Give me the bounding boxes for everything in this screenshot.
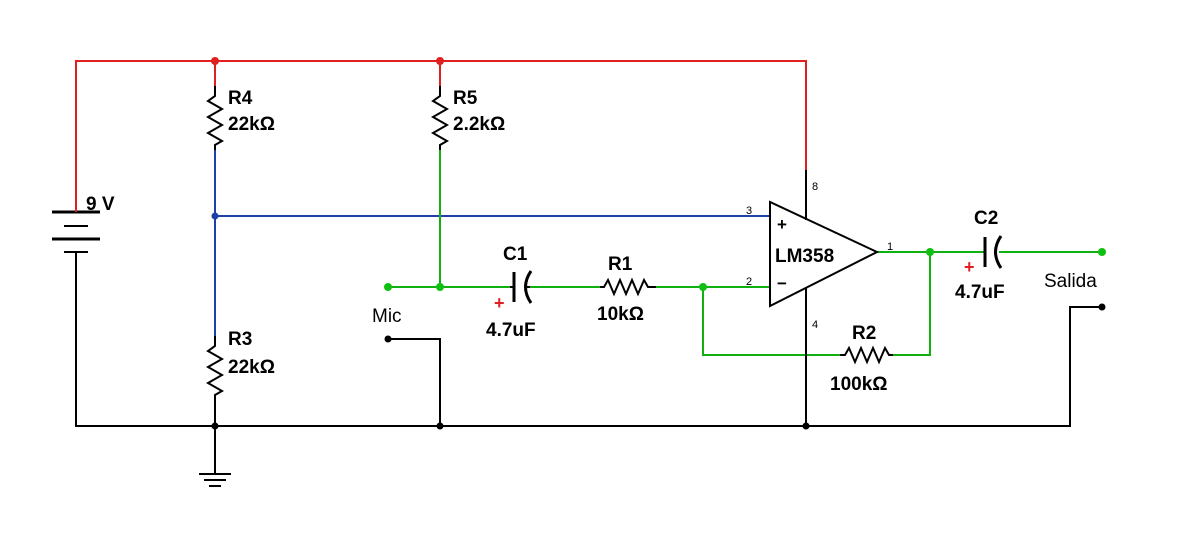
resistor-r4: R4 22kΩ: [205, 86, 275, 150]
supply-node-r4: [211, 57, 219, 65]
r2-value: 100kΩ: [830, 374, 888, 395]
mic-label: Mic: [372, 306, 402, 327]
resistor-r2: R2 100kΩ: [830, 323, 893, 395]
ground-net: [75, 251, 1106, 475]
output-node: [926, 248, 934, 256]
opamp-pin-8: 8: [812, 181, 818, 193]
opamp-name: LM358: [775, 246, 834, 267]
r4-ref: R4: [228, 88, 253, 109]
capacitor-c1: + C1 4.7uF: [486, 244, 536, 341]
inverting-node: [699, 283, 707, 291]
opamp-pin-1: 1: [887, 241, 893, 253]
salida-ground-pin: [1098, 303, 1106, 311]
r2-ref: R2: [852, 323, 876, 344]
r3-value: 22kΩ: [228, 357, 275, 378]
mic-ground-pin: [384, 335, 392, 343]
bias-net: [211, 149, 771, 337]
supply-node-r5: [436, 57, 444, 65]
r1-ref: R1: [608, 254, 633, 275]
ground-node-mic: [436, 422, 444, 430]
capacitor-c2: + C2 4.7uF: [955, 208, 1005, 303]
signal-nets: [384, 149, 1106, 356]
battery-value: 9 V: [86, 194, 115, 215]
salida-label: Salida: [1044, 271, 1097, 292]
resistor-r5: R5 2.2kΩ: [430, 86, 505, 150]
opamp-plus-sign: +: [777, 215, 787, 234]
c1-ref: C1: [503, 244, 528, 265]
opamp-minus-sign: −: [777, 274, 787, 293]
ground-symbol: [199, 473, 231, 487]
c2-ref: C2: [974, 208, 998, 229]
bias-node: [211, 212, 219, 220]
opamp-pin-3: 3: [746, 205, 752, 217]
resistor-r1: R1 10kΩ: [597, 254, 656, 325]
c2-plus: +: [964, 257, 975, 277]
r3-ref: R3: [228, 329, 252, 350]
opamp-pin-4: 4: [812, 319, 818, 331]
c1-value: 4.7uF: [486, 320, 536, 341]
r4-value: 22kΩ: [228, 114, 275, 135]
resistor-r3: R3 22kΩ: [205, 329, 275, 400]
r5-value: 2.2kΩ: [453, 114, 505, 135]
ground-node-r3: [211, 422, 219, 430]
ground-node-opamp: [802, 422, 810, 430]
r5-signal-node: [436, 283, 444, 291]
battery-9v: 9 V: [52, 194, 115, 253]
supply-rail: [75, 57, 807, 199]
opamp-lm358: + − LM358 8 3 2 1 4: [746, 170, 893, 331]
opamp-pin-2: 2: [746, 276, 752, 288]
c2-value: 4.7uF: [955, 282, 1005, 303]
c1-plus: +: [494, 293, 505, 313]
salida-output-node: [1098, 248, 1106, 256]
r5-ref: R5: [453, 88, 478, 109]
r1-value: 10kΩ: [597, 304, 644, 325]
mic-input-node: [384, 283, 392, 291]
